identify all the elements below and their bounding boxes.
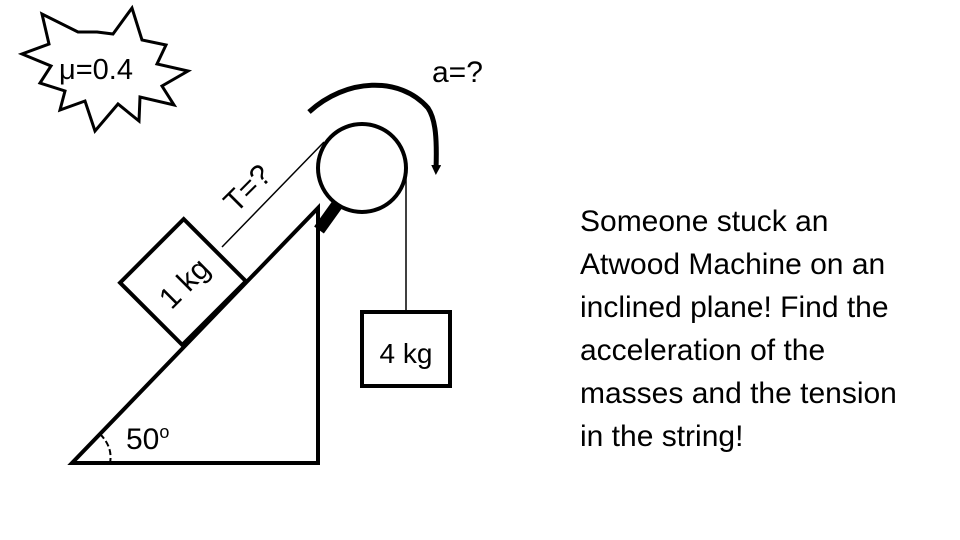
description-line: inclined plane! Find the [580, 291, 889, 324]
mass-1kg-block [117, 216, 249, 348]
pulley-wheel [316, 122, 408, 214]
angle-value: 50 [126, 423, 159, 456]
description-line: masses and the tension [580, 377, 897, 410]
tension-label: T=? [218, 158, 278, 218]
mass-4kg-label: 4 kg [380, 338, 433, 369]
degree-mark: o [159, 422, 169, 442]
description-line: in the string! [580, 420, 744, 453]
description-line: Atwood Machine on an [580, 248, 886, 281]
incline-angle-label: 50o [126, 422, 169, 456]
friction-coefficient-label: μ=0.4 [59, 54, 133, 86]
acceleration-label: a=? [432, 56, 483, 89]
angle-arc [99, 433, 112, 464]
acceleration-arrow [307, 82, 442, 175]
starburst-shape [17, 4, 193, 134]
description-line: Someone stuck an [580, 205, 829, 238]
description-line: acceleration of the [580, 334, 826, 367]
problem-description: Someone stuck an Atwood Machine on an in… [580, 200, 950, 458]
incline-string [221, 141, 325, 248]
inclined-plane [67, 203, 320, 465]
mass-4kg-block [360, 310, 452, 388]
mass-1kg-block-group: 1 kg [117, 216, 249, 348]
